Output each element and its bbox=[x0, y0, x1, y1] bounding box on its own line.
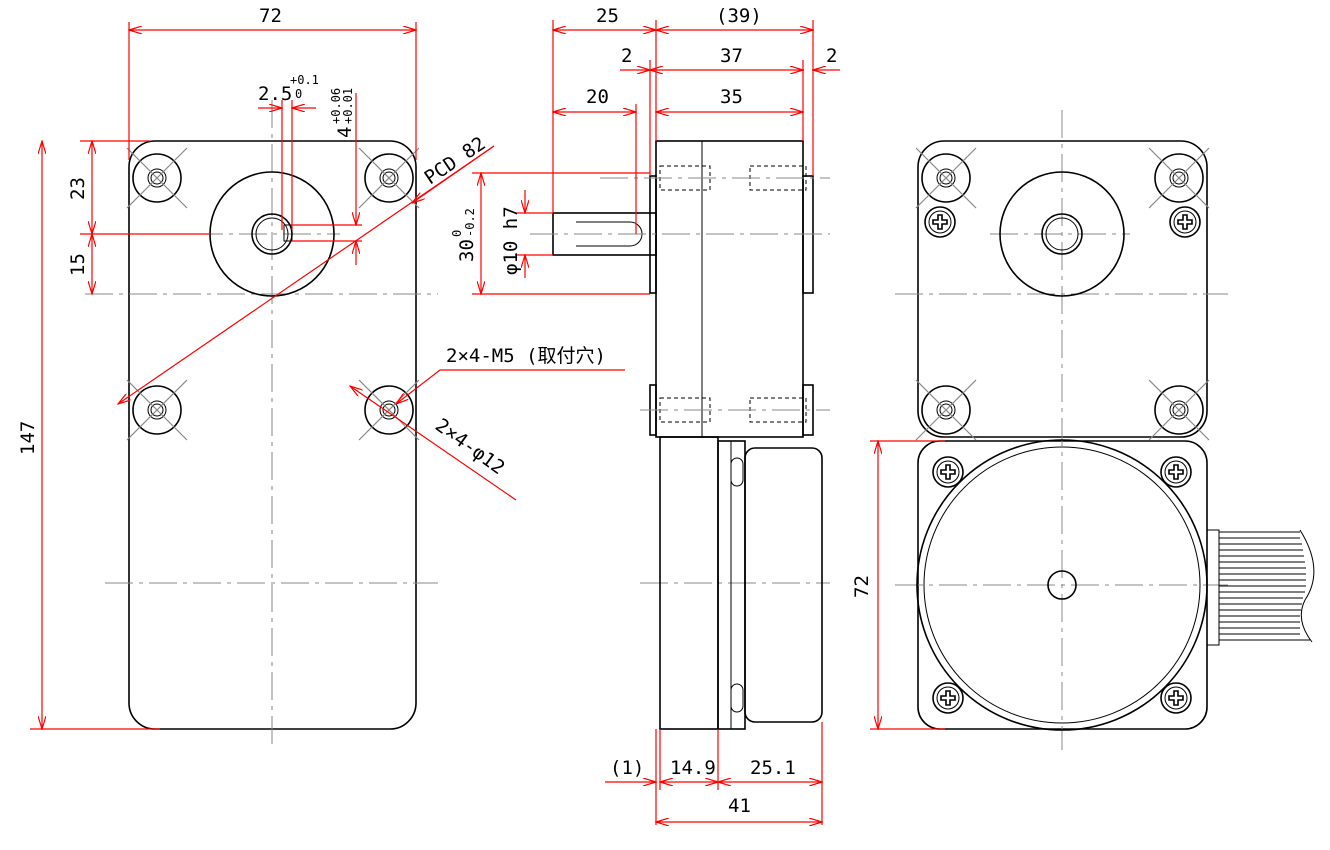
svg-text:+0.01: +0.01 bbox=[341, 88, 355, 124]
dim-25: 25 bbox=[596, 5, 619, 27]
motor-can bbox=[744, 447, 823, 723]
mount-hole-callout: 2×4-M5 (取付穴) bbox=[446, 345, 606, 367]
dim-14-9: 14.9 bbox=[670, 757, 716, 779]
dim-35: 35 bbox=[720, 86, 743, 108]
dim-keyway-width: 2.5 bbox=[258, 83, 292, 105]
dim-23: 23 bbox=[67, 177, 89, 200]
mount-hole bbox=[1148, 147, 1210, 209]
rear-view: 72 bbox=[851, 110, 1315, 750]
dim-39: (39) bbox=[716, 5, 762, 27]
mount-hole bbox=[915, 379, 977, 441]
dim-shaft: φ10 h7 bbox=[500, 206, 522, 275]
dim-pcd: PCD 82 bbox=[420, 133, 489, 190]
dim-25-1: 25.1 bbox=[750, 757, 796, 779]
svg-text:-0.2: -0.2 bbox=[463, 208, 477, 237]
mount-hole bbox=[126, 147, 188, 209]
dim-motor-size: 72 bbox=[851, 575, 873, 598]
dim-20: 20 bbox=[586, 86, 609, 108]
screw-icon bbox=[1169, 206, 1201, 238]
mount-hole bbox=[126, 379, 188, 441]
dim-37: 37 bbox=[720, 45, 743, 67]
dim-width: 72 bbox=[259, 5, 282, 27]
svg-text:+0.06: +0.06 bbox=[329, 88, 343, 124]
dim-41: 41 bbox=[728, 795, 751, 817]
lead-wires bbox=[1206, 529, 1315, 646]
dim-2-left: 2 bbox=[621, 45, 632, 67]
screw-icon bbox=[924, 206, 956, 238]
side-view: 25 (39) 2 37 2 20 35 30 0 -0.2 φ10 h7 (1… bbox=[450, 5, 840, 825]
dim-1: (1) bbox=[610, 757, 644, 779]
svg-text:0: 0 bbox=[450, 230, 464, 237]
mount-hole bbox=[915, 147, 977, 209]
keyway bbox=[283, 224, 293, 242]
front-view: 72 2.5 +0.1 0 4 +0.06 +0.01 PCD 82 23 15 bbox=[17, 5, 625, 750]
dim-key-depth: 4 bbox=[334, 127, 356, 138]
svg-text:+0.1: +0.1 bbox=[290, 73, 319, 87]
mount-hole bbox=[358, 379, 420, 441]
counterbore-callout: 2×4-φ12 bbox=[431, 414, 509, 479]
mount-hole bbox=[358, 147, 420, 209]
dim-pilot: 30 bbox=[456, 239, 478, 262]
mount-hole bbox=[1148, 379, 1210, 441]
dim-2-right: 2 bbox=[826, 45, 837, 67]
svg-text:0: 0 bbox=[295, 87, 302, 101]
gear-housing bbox=[655, 140, 804, 438]
dim-15: 15 bbox=[67, 253, 89, 276]
dim-height: 147 bbox=[17, 421, 39, 455]
